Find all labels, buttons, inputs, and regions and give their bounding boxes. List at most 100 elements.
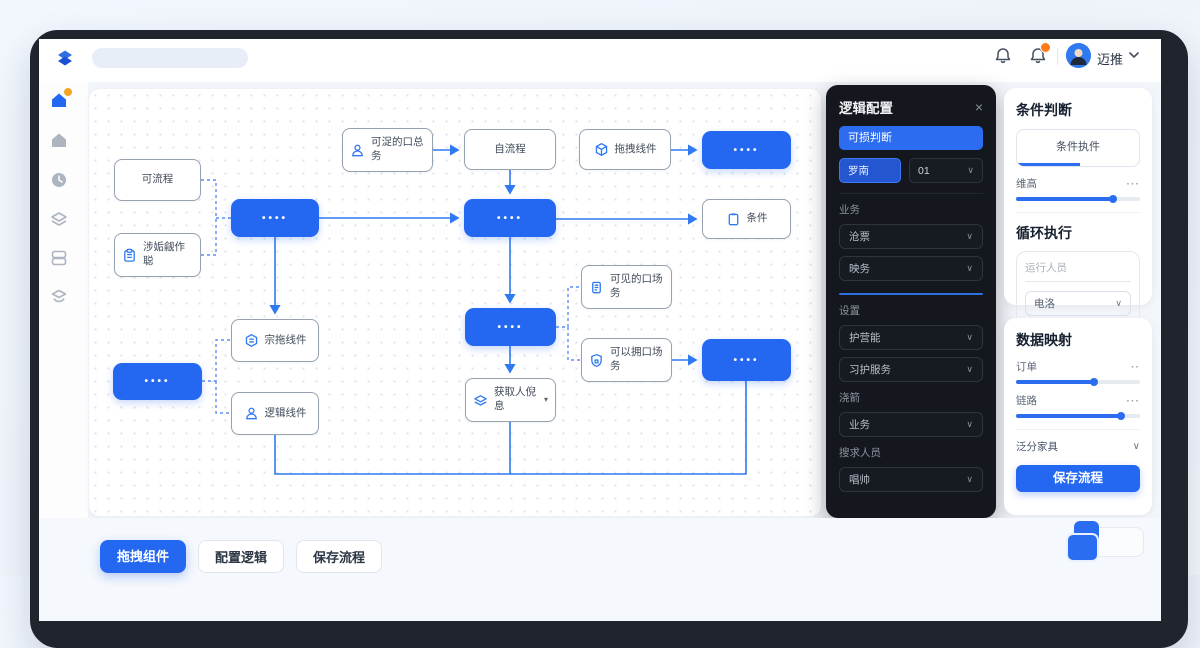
- node-label: 可流程: [141, 173, 174, 186]
- slider-fill: [1016, 197, 1113, 201]
- search-bar[interactable]: [92, 48, 248, 68]
- sidebar-item-components[interactable]: [49, 287, 69, 307]
- chevron-down-icon: ∨: [966, 419, 973, 429]
- node-dots: ••••: [496, 212, 523, 224]
- dropdown-business[interactable]: 业务 ∨: [839, 412, 983, 437]
- condition-judge-button[interactable]: 可损判断: [839, 126, 983, 150]
- tab-save-flow[interactable]: 保存流程: [296, 540, 382, 573]
- ellipsis-icon[interactable]: ··: [1131, 360, 1140, 373]
- data-mapping-card: 数据映射 订单 ·· 链路 ··· 泛分家具 ∨ 保存流程: [1004, 318, 1152, 515]
- layers-icon: [473, 393, 488, 408]
- chevron-down-icon: ∨: [966, 263, 973, 273]
- sidebar-item-home[interactable]: [49, 130, 69, 150]
- sidebar-item-history[interactable]: [49, 170, 69, 190]
- sidebar-home-badge: [64, 88, 72, 96]
- close-icon[interactable]: ×: [974, 99, 983, 115]
- card-divider: [1016, 429, 1140, 430]
- panel-accent-divider: [839, 293, 983, 295]
- slider-knob[interactable]: [1108, 195, 1117, 203]
- chevron-down-icon[interactable]: [1128, 51, 1140, 59]
- dropdown-service[interactable]: 映务 ∨: [839, 256, 983, 281]
- node-label: 可见的口场务: [610, 273, 663, 299]
- tab-drag-components[interactable]: 拖拽组件: [100, 540, 186, 573]
- node-start-flow[interactable]: 自流程: [464, 129, 556, 170]
- node-visible-service-top[interactable]: 可浞的口总务: [342, 128, 433, 172]
- node-drag-line[interactable]: 宗拖线件: [231, 319, 319, 362]
- tag-button[interactable]: 罗南: [839, 158, 901, 183]
- bell-icon[interactable]: [993, 46, 1013, 66]
- condition-slider[interactable]: [1016, 195, 1140, 203]
- avatar[interactable]: [1066, 43, 1091, 68]
- dropdown-setting-2[interactable]: 习护服务 ∨: [839, 357, 983, 382]
- condition-chip[interactable]: 条件执件: [1016, 129, 1140, 167]
- dropdown-value: 沧票: [849, 231, 870, 243]
- card-title: 循环执行: [1016, 225, 1072, 241]
- select-value: 01: [918, 164, 930, 177]
- ellipsis-icon[interactable]: ···: [1126, 394, 1140, 407]
- flow-connectors: [201, 144, 747, 475]
- stacked-squares-icon[interactable]: [1066, 533, 1099, 562]
- node-hub-3[interactable]: ••••: [465, 308, 556, 346]
- node-dots: ••••: [733, 354, 760, 366]
- group-label: 业务: [839, 204, 860, 216]
- dropdown-value: 护营能: [849, 332, 881, 344]
- ellipsis-icon[interactable]: ···: [1126, 177, 1140, 190]
- order-slider[interactable]: [1016, 378, 1140, 386]
- number-select[interactable]: 01 ∨: [909, 158, 983, 183]
- username[interactable]: 迈推: [1097, 52, 1124, 67]
- dropdown-setting-1[interactable]: 护营能 ∨: [839, 325, 983, 350]
- person-field[interactable]: 运行人员: [1025, 262, 1067, 274]
- chevron-down-icon: ∨: [967, 165, 974, 175]
- node-logic-line[interactable]: 逻辑线件: [231, 392, 319, 435]
- node-flow[interactable]: 可流程: [114, 159, 201, 201]
- save-flow-button[interactable]: 保存流程: [1016, 465, 1140, 492]
- field-underline: [1025, 281, 1131, 282]
- clipboard-icon: [122, 248, 137, 263]
- dropdown-value: 映务: [849, 263, 870, 275]
- sidebar-item-home-active[interactable]: [49, 90, 69, 110]
- slider-fill: [1016, 380, 1095, 384]
- node-drag-component[interactable]: 拖拽线件: [579, 129, 671, 170]
- node-get-person-info[interactable]: 获取人倪息 ▾: [465, 378, 556, 422]
- node-condition[interactable]: 条件: [702, 199, 791, 239]
- node-can-hold-service[interactable]: 可以拥口场务: [581, 338, 672, 382]
- node-label: 可浞的口总务: [371, 136, 424, 162]
- chevron-down-icon: ∨: [966, 231, 973, 241]
- node-caret-icon[interactable]: ▾: [543, 394, 548, 404]
- sidebar-item-layers[interactable]: [49, 209, 69, 229]
- logic-config-panel: 逻辑配置 × 可损判断 罗南 01 ∨ 业务 沧票 ∨ 映务 ∨ 设置 护营能 …: [826, 85, 996, 518]
- chevron-down-icon: ∨: [966, 332, 973, 342]
- node-label: 宗拖线件: [264, 333, 307, 346]
- node-hub-1[interactable]: ••••: [231, 199, 319, 237]
- flow-canvas[interactable]: 可流程 涉姤觎作聪 •••• 可浞的口总务 自流程 拖拽线件 •••• ••••…: [88, 88, 822, 517]
- sidebar-item-database[interactable]: [49, 248, 69, 268]
- node-visible-service-right[interactable]: 可见的口场务: [581, 265, 672, 309]
- node-blue-right[interactable]: ••••: [702, 339, 791, 381]
- tab-configure-logic[interactable]: 配置逻辑: [198, 540, 284, 573]
- loop-dropdown[interactable]: 电洛 ∨: [1025, 291, 1131, 316]
- chevron-down-icon[interactable]: ∨: [1132, 441, 1140, 452]
- node-blue-top-right[interactable]: ••••: [702, 131, 791, 169]
- link-slider[interactable]: [1016, 412, 1140, 420]
- shield-icon: [589, 353, 604, 368]
- hexagon-layers-icon: [244, 333, 259, 348]
- loop-box: 运行人员 电洛 ∨: [1016, 251, 1140, 325]
- chip-label: 条件执件: [1056, 141, 1100, 153]
- slider-knob[interactable]: [1090, 378, 1099, 386]
- group-label: 搜求人员: [839, 447, 881, 459]
- node-blue-left[interactable]: ••••: [113, 363, 202, 400]
- cube-icon: [594, 142, 609, 157]
- dropdown-person[interactable]: 唱帅 ∨: [839, 467, 983, 492]
- slider-knob[interactable]: [1117, 412, 1126, 420]
- node-clipboard[interactable]: 涉姤觎作聪: [114, 233, 201, 277]
- slider-fill: [1016, 414, 1122, 418]
- node-hub-2[interactable]: ••••: [464, 199, 556, 237]
- app-logo-icon: [52, 45, 78, 71]
- node-label: 拖拽线件: [614, 142, 657, 155]
- dropdown-value: 习护服务: [849, 364, 891, 376]
- node-dots: ••••: [261, 212, 288, 224]
- condition-card: 条件判断 条件执件 维高 ··· 循环执行 运行人员 电洛 ∨: [1004, 88, 1152, 325]
- slider-label: 订单: [1016, 361, 1037, 373]
- node-dots: ••••: [497, 321, 524, 333]
- dropdown-ticket[interactable]: 沧票 ∨: [839, 224, 983, 249]
